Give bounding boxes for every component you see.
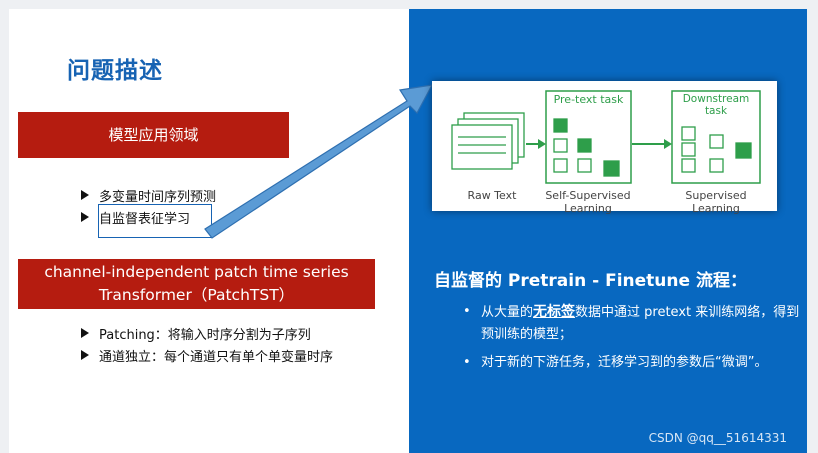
list-item: 自监督表征学习: [81, 206, 216, 228]
domain-list: 多变量时间序列预测 自监督表征学习: [81, 184, 216, 228]
highlight-box: [98, 204, 212, 238]
patchtst-bar: channel-independent patch time series Tr…: [18, 259, 375, 309]
application-domain-bar: 模型应用领域: [18, 112, 289, 158]
downstream-label-line1: Downstream: [682, 93, 750, 105]
list-item-text: 通道独立：每个通道只有单个单变量时序: [99, 349, 334, 365]
downstream-task-label: Downstream task: [672, 93, 760, 117]
ssl-label-line2: Learning: [564, 202, 612, 215]
list-item: 多变量时间序列预测: [81, 184, 216, 206]
flow-arrow-icon: [632, 139, 672, 149]
arrow-bullet-icon: [81, 350, 89, 360]
bullet1-post: 数据中通过 pretext 来训练网络，得到预训练的模型；: [481, 305, 800, 342]
slide: 问题描述 模型应用领域 多变量时间序列预测 自监督表征学习 channel-in…: [9, 9, 807, 453]
patchtst-title-line1: channel-independent patch time series: [44, 263, 349, 281]
list-item: • 从大量的无标签数据中通过 pretext 来训练网络，得到预训练的模型；: [461, 301, 806, 346]
raw-text-sheets-icon: [451, 112, 525, 170]
supervised-label-line1: Supervised: [685, 189, 747, 202]
list-item: 通道独立：每个通道只有单个单变量时序: [81, 344, 333, 366]
patchtst-title-line2: Transformer（PatchTST）: [98, 286, 295, 304]
supervised-label-line2: Learning: [692, 202, 740, 215]
downstream-label-line2: task: [704, 105, 728, 117]
arrow-bullet-icon: [81, 328, 89, 338]
ssl-diagram: Pre-text task Downstream task Raw Text S…: [432, 81, 777, 215]
list-item-text: 自监督表征学习: [99, 211, 191, 227]
supervised-label: Supervised Learning: [672, 189, 760, 215]
list-item-text: Patching：将输入时序分割为子序列: [99, 327, 311, 343]
bullet2-text: 对于新的下游任务，迁移学习到的参数后“微调”。: [481, 355, 768, 370]
method-list: Patching：将输入时序分割为子序列 通道独立：每个通道只有单个单变量时序: [81, 322, 333, 366]
watermark: CSDN @qq__51614331: [648, 431, 787, 445]
page-title: 问题描述: [67, 58, 163, 84]
list-item: • 对于新的下游任务，迁移学习到的参数后“微调”。: [461, 352, 806, 374]
list-item: Patching：将输入时序分割为子序列: [81, 322, 333, 344]
bullet-dot-icon: •: [463, 355, 471, 370]
pretext-task-label: Pre-text task: [553, 93, 624, 106]
arrow-bullet-icon: [81, 212, 89, 222]
ssl-label: Self-Supervised Learning: [532, 189, 644, 215]
raw-text-label: Raw Text: [467, 189, 517, 202]
arrow-bullet-icon: [81, 190, 89, 200]
bullet-dot-icon: •: [463, 304, 471, 319]
bullet1-pre: 从大量的: [481, 305, 534, 320]
bullet1-emphasis: 无标签: [533, 304, 576, 320]
flow-title: 自监督的 Pretrain - Finetune 流程：: [434, 271, 747, 291]
flow-arrow-icon: [526, 139, 546, 149]
list-item-text: 多变量时间序列预测: [99, 189, 217, 205]
ssl-label-line1: Self-Supervised: [545, 189, 631, 202]
flow-bullets: • 从大量的无标签数据中通过 pretext 来训练网络，得到预训练的模型； •…: [461, 301, 806, 380]
pointer-arrow-icon: [204, 84, 434, 239]
